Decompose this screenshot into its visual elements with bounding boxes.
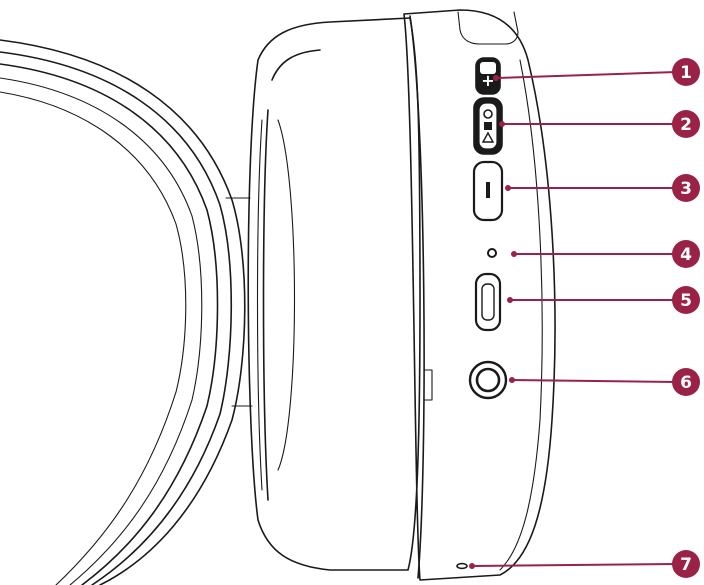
callout-badge — [672, 174, 700, 202]
callout-3: 3 — [505, 174, 700, 202]
callout-number: 3 — [680, 179, 692, 199]
controls: + — [456, 57, 508, 570]
callout-badge — [672, 286, 700, 314]
callout-badge — [672, 550, 700, 578]
indicator-light — [487, 248, 497, 258]
plus-icon: + — [481, 71, 494, 90]
callout-1: 1 — [493, 58, 700, 86]
power-icon — [483, 109, 493, 119]
callout-number: 6 — [680, 373, 692, 393]
callouts: 1 2 3 4 5 6 — [469, 58, 700, 578]
callout-6: 6 — [509, 368, 700, 396]
multifunction-button[interactable] — [473, 97, 503, 155]
callout-badge — [672, 240, 700, 268]
callout-badge — [672, 110, 700, 138]
callout-4: 4 — [511, 240, 700, 268]
triangle-icon — [481, 131, 495, 143]
callout-number: 7 — [680, 555, 692, 575]
ear-cushion — [247, 17, 421, 571]
callout-number: 5 — [680, 291, 692, 311]
callout-number: 4 — [680, 245, 692, 265]
volume-down-button[interactable] — [472, 160, 504, 222]
callout-badge — [672, 58, 700, 86]
audio-jack[interactable] — [468, 360, 508, 400]
callout-number: 1 — [680, 63, 692, 83]
minus-icon — [486, 182, 490, 198]
callout-5: 5 — [507, 286, 700, 314]
headband — [0, 39, 253, 585]
callout-2: 2 — [499, 110, 700, 138]
microphone-hole — [456, 562, 468, 570]
play-pause-icon — [484, 122, 492, 130]
usb-c-port[interactable] — [474, 272, 502, 332]
volume-up-button[interactable]: + — [475, 57, 501, 95]
callout-badge — [672, 368, 700, 396]
callout-7: 7 — [469, 550, 700, 578]
ear-cup-housing — [403, 9, 556, 581]
callout-number: 2 — [680, 115, 692, 135]
